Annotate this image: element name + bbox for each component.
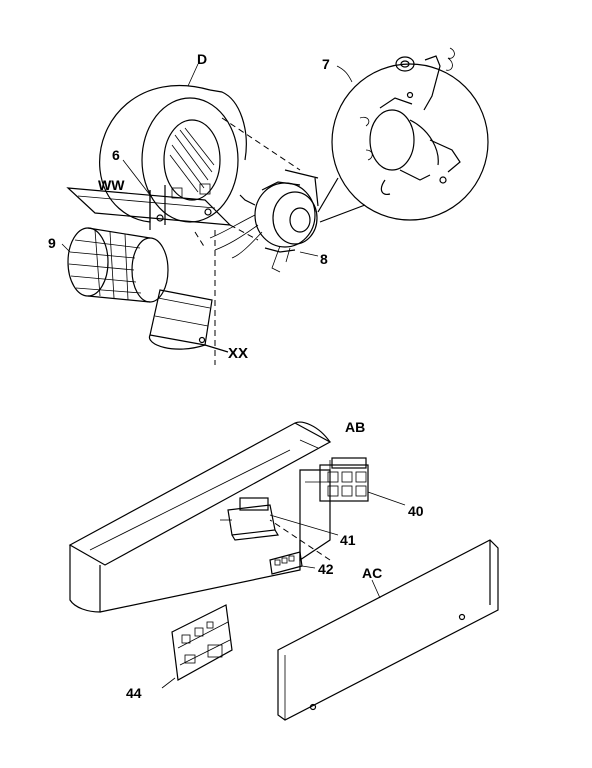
label-AC: AC — [362, 565, 382, 581]
blower-wheel — [67, 227, 169, 303]
label-8: 8 — [320, 251, 328, 267]
assembly-lines-top — [194, 117, 301, 365]
label-6: 6 — [112, 147, 120, 163]
contactor-part — [319, 457, 406, 506]
motor-shaft-part — [148, 289, 229, 353]
access-panel — [277, 539, 499, 721]
label-D: D — [197, 51, 207, 67]
control-board-part — [161, 604, 233, 689]
label-AB: AB — [345, 419, 365, 435]
terminal-strip-part — [269, 551, 316, 575]
blower-housing — [66, 84, 247, 230]
leader-lines-top — [61, 63, 353, 257]
callout-labels: D 7 6 WW 9 8 XX AB 40 41 42 AC 44 — [48, 51, 424, 701]
blower-motor — [209, 169, 319, 273]
label-7: 7 — [322, 56, 330, 72]
label-44: 44 — [126, 685, 142, 701]
label-40: 40 — [408, 503, 424, 519]
label-WW: WW — [98, 177, 125, 193]
label-XX: XX — [228, 345, 248, 362]
label-41: 41 — [340, 532, 356, 548]
label-9: 9 — [48, 235, 56, 251]
label-42: 42 — [318, 561, 334, 577]
control-cabinet — [68, 421, 332, 613]
detail-callout-circle — [317, 47, 489, 223]
transformer-part — [220, 497, 339, 541]
